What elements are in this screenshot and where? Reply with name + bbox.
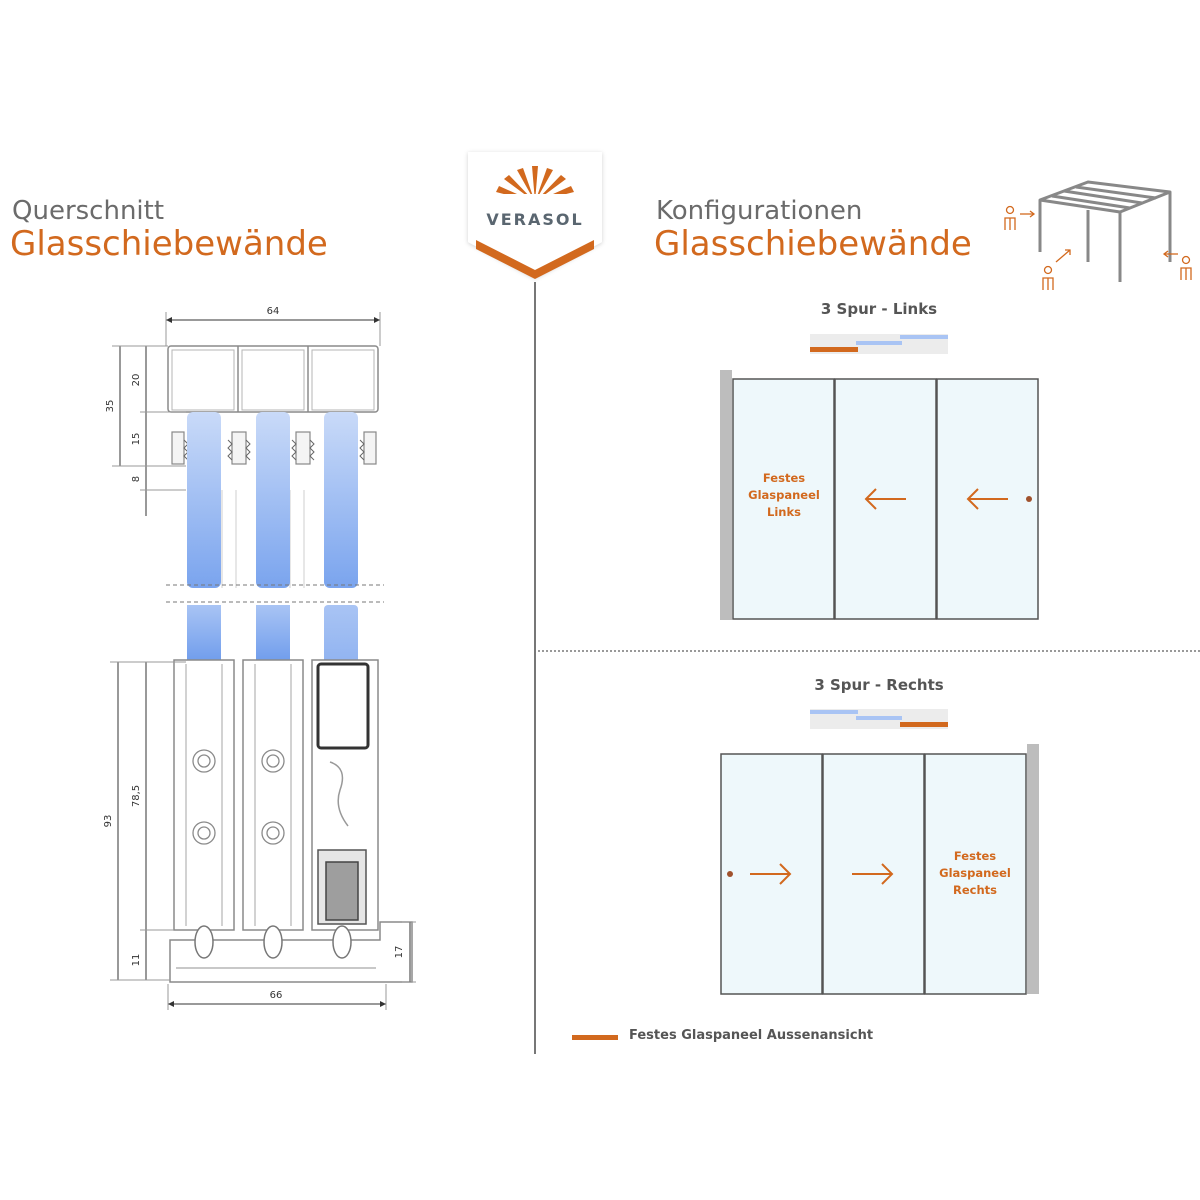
pergola-icon — [1004, 180, 1192, 290]
config-left-label-3: Links — [767, 505, 801, 519]
arrow-left-icon — [966, 488, 1008, 510]
arrow-left-icon — [864, 488, 906, 510]
left-title-top: Querschnitt — [12, 196, 165, 226]
verasol-logo: VERASOL — [468, 152, 602, 279]
bottom-profiles — [173, 659, 304, 931]
config-right-panels: Festes Glaspaneel Rechts — [720, 744, 1039, 995]
left-title-bottom: Glasschiebewände — [10, 224, 328, 264]
legend-text: Festes Glaspaneel Aussenansicht — [629, 1028, 874, 1043]
config-right-label-2: Glaspaneel — [939, 866, 1011, 880]
config-right-label-1: Festes — [954, 849, 996, 863]
dim-78-5: 78,5 — [131, 785, 142, 807]
arrow-right-icon — [750, 863, 792, 885]
track-diagram-right — [810, 709, 948, 729]
arrow-right-icon — [852, 863, 894, 885]
glass-panels-upper — [187, 412, 358, 588]
dim-11: 11 — [131, 954, 142, 967]
dim-8: 8 — [131, 476, 142, 482]
config-left-panels: Festes Glaspaneel Links — [720, 370, 1039, 620]
handle-dot — [1026, 496, 1032, 502]
right-title-bottom: Glasschiebewände — [654, 224, 972, 264]
dim-20: 20 — [131, 374, 142, 387]
legend-swatch — [572, 1035, 618, 1040]
sun-rays-icon — [492, 166, 578, 208]
handle-dot — [727, 871, 733, 877]
dim-93: 93 — [103, 815, 114, 828]
config-left-label-2: Glaspaneel — [748, 488, 820, 502]
dimension-lines — [110, 312, 416, 1010]
config-left-title: 3 Spur - Links — [820, 300, 938, 318]
person-icon — [1004, 205, 1192, 290]
dim-64: 64 — [267, 306, 280, 317]
logo-text: VERASOL — [486, 210, 583, 229]
top-rail — [167, 345, 379, 413]
config-right-title: 3 Spur - Rechts — [814, 676, 944, 694]
vertical-divider — [534, 282, 536, 1054]
config-right-label-3: Rechts — [953, 883, 997, 897]
track-diagram-left — [810, 334, 948, 354]
horizontal-divider — [538, 650, 1200, 652]
cross-section-drawing: 64 35 20 15 8 93 78,5 11 17 66 — [103, 306, 416, 1010]
dim-17: 17 — [394, 946, 405, 959]
config-left-label-1: Festes — [763, 471, 805, 485]
dim-35: 35 — [105, 400, 116, 413]
right-title-top: Konfigurationen — [656, 196, 863, 226]
dim-66: 66 — [270, 990, 283, 1001]
dim-15: 15 — [131, 433, 142, 446]
